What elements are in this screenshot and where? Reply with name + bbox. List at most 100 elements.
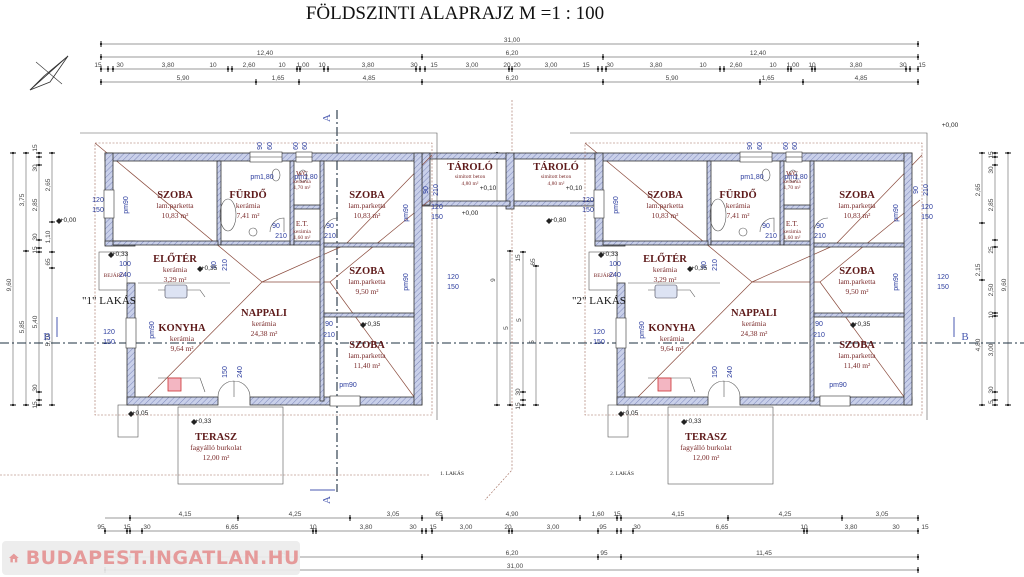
dimension-tick	[420, 80, 424, 84]
dimension-tick	[813, 67, 817, 71]
center-dimension-label: 15	[515, 402, 522, 410]
room-name: ELŐTÉR	[643, 253, 687, 265]
room-name: SZOBA	[349, 190, 385, 201]
room-name: NAPPALI	[241, 308, 287, 319]
opening-size-label: pm90	[639, 321, 646, 339]
room-area: 3,29 m²	[653, 275, 677, 284]
dimension-tick	[615, 516, 619, 520]
opening-size-label: 90	[815, 321, 823, 328]
room-area: 11,40 m²	[844, 361, 871, 370]
plan-label: 2. LAKÁS	[610, 469, 634, 477]
bottom-dimension-row-label: 10	[800, 524, 808, 531]
opening-size-label: pm90	[893, 204, 900, 222]
opening-size-label: 90	[211, 261, 218, 269]
dimension-tick	[980, 151, 984, 155]
opening-size-label: 120	[447, 274, 459, 281]
dimension-tick	[993, 163, 997, 167]
floor-level-label: +0,00	[60, 217, 77, 224]
dimension-tick	[904, 67, 908, 71]
bottom-dimension-row-label: 6,65	[226, 524, 239, 531]
bottom-dimension-row-label: 4,25	[289, 511, 302, 518]
dimension-tick	[718, 67, 722, 71]
dimension-tick	[993, 314, 997, 318]
top-dimension-row-label: 1,00	[787, 62, 800, 69]
right-dimension-col-label: 4,80	[975, 338, 982, 351]
right-dimension-col-label: 2,85	[988, 198, 995, 211]
opening-size-label: 60	[302, 142, 309, 150]
room-floor-type: kerámia	[726, 201, 751, 210]
bathtub-icon	[219, 198, 237, 232]
storage-floor-type: simított beton	[541, 174, 572, 180]
wall	[112, 240, 219, 246]
bottom-dimension-row-label: 95	[97, 524, 105, 531]
toilet-icon	[298, 169, 308, 183]
section-mark-a: A	[321, 496, 333, 504]
wall	[602, 240, 709, 246]
dimension-tick	[521, 403, 525, 407]
top-dimension-row-label: 10	[808, 62, 816, 69]
wall	[323, 312, 415, 318]
dimension-tick	[348, 516, 352, 520]
opening-size-label: pm1,80	[294, 174, 317, 181]
opening-size-label: 210	[323, 332, 335, 339]
dimension-tick	[916, 80, 920, 84]
dimension-tick	[631, 529, 635, 533]
opening-size-label: 240	[119, 272, 131, 279]
dimension-tick	[980, 278, 984, 282]
bottom-dimension-row-label: 20	[504, 524, 512, 531]
top-dimension-row-label: 1,65	[762, 75, 775, 82]
top-dimension-row-label: 3,80	[162, 62, 175, 69]
dimension-tick	[226, 67, 230, 71]
level-marker-icon	[56, 218, 62, 224]
bottom-dimension-row-label: 3,05	[387, 511, 400, 518]
level-marker-icon	[191, 419, 197, 425]
opening-size-label: pm90	[339, 382, 357, 389]
left-dimension-col-label: 30	[32, 233, 39, 241]
entrance-label: BEJÁRÓ	[104, 271, 125, 279]
bottom-dimension-row-label: 3,80	[360, 524, 373, 531]
opening-size-label: 100	[119, 261, 131, 268]
dimension-tick	[916, 529, 920, 533]
toilet-icon	[271, 168, 281, 182]
dimension-tick	[440, 516, 444, 520]
room-name: WC	[296, 169, 308, 178]
room-floor-type: kerámia	[783, 179, 801, 185]
storage-wall	[505, 152, 515, 210]
eave-outline	[584, 142, 923, 416]
room-name: E.T.	[786, 219, 798, 228]
dimension-tick	[726, 516, 730, 520]
center-dimension-label: 30	[515, 388, 522, 396]
room-floor-type: lam.parketta	[838, 201, 876, 210]
room-name: FÜRDŐ	[719, 188, 756, 201]
dimension-tick	[140, 529, 144, 533]
storage-floor-type: simított beton	[455, 174, 486, 180]
dimension-tick	[510, 529, 514, 533]
opening-size-label: 210	[712, 259, 719, 271]
watermark: BUDAPEST.INGATLAN.HU	[2, 541, 300, 575]
opening-size-label: 120	[593, 329, 605, 336]
dimension-tick	[578, 516, 582, 520]
bottom-dimension-row-label: 30	[892, 524, 900, 531]
top-dimension-row-label: 3,80	[362, 62, 375, 69]
dimension-tick	[37, 163, 41, 167]
wall	[779, 160, 785, 246]
dimension-tick	[916, 555, 920, 559]
section-mark-b: B	[961, 331, 968, 343]
opening-size-label: pm90	[403, 273, 410, 291]
dimension-tick	[805, 529, 809, 533]
dimension-tick	[230, 67, 234, 71]
opening-size-label: 90	[326, 223, 334, 230]
room-name: SZOBA	[349, 266, 385, 277]
floor-level-label: +0,00	[942, 122, 959, 129]
opening-size-label: 150	[447, 284, 459, 291]
floor-level-label: +0,33	[195, 418, 212, 425]
floor-level-label: +0,35	[364, 321, 381, 328]
dimension-tick	[615, 529, 619, 533]
opening-size-label: 60	[267, 142, 274, 150]
center-dimension-col-label: 5	[529, 340, 536, 344]
center-dimension-col-label: 5	[503, 326, 510, 330]
opening-size-label: 150	[712, 366, 719, 378]
